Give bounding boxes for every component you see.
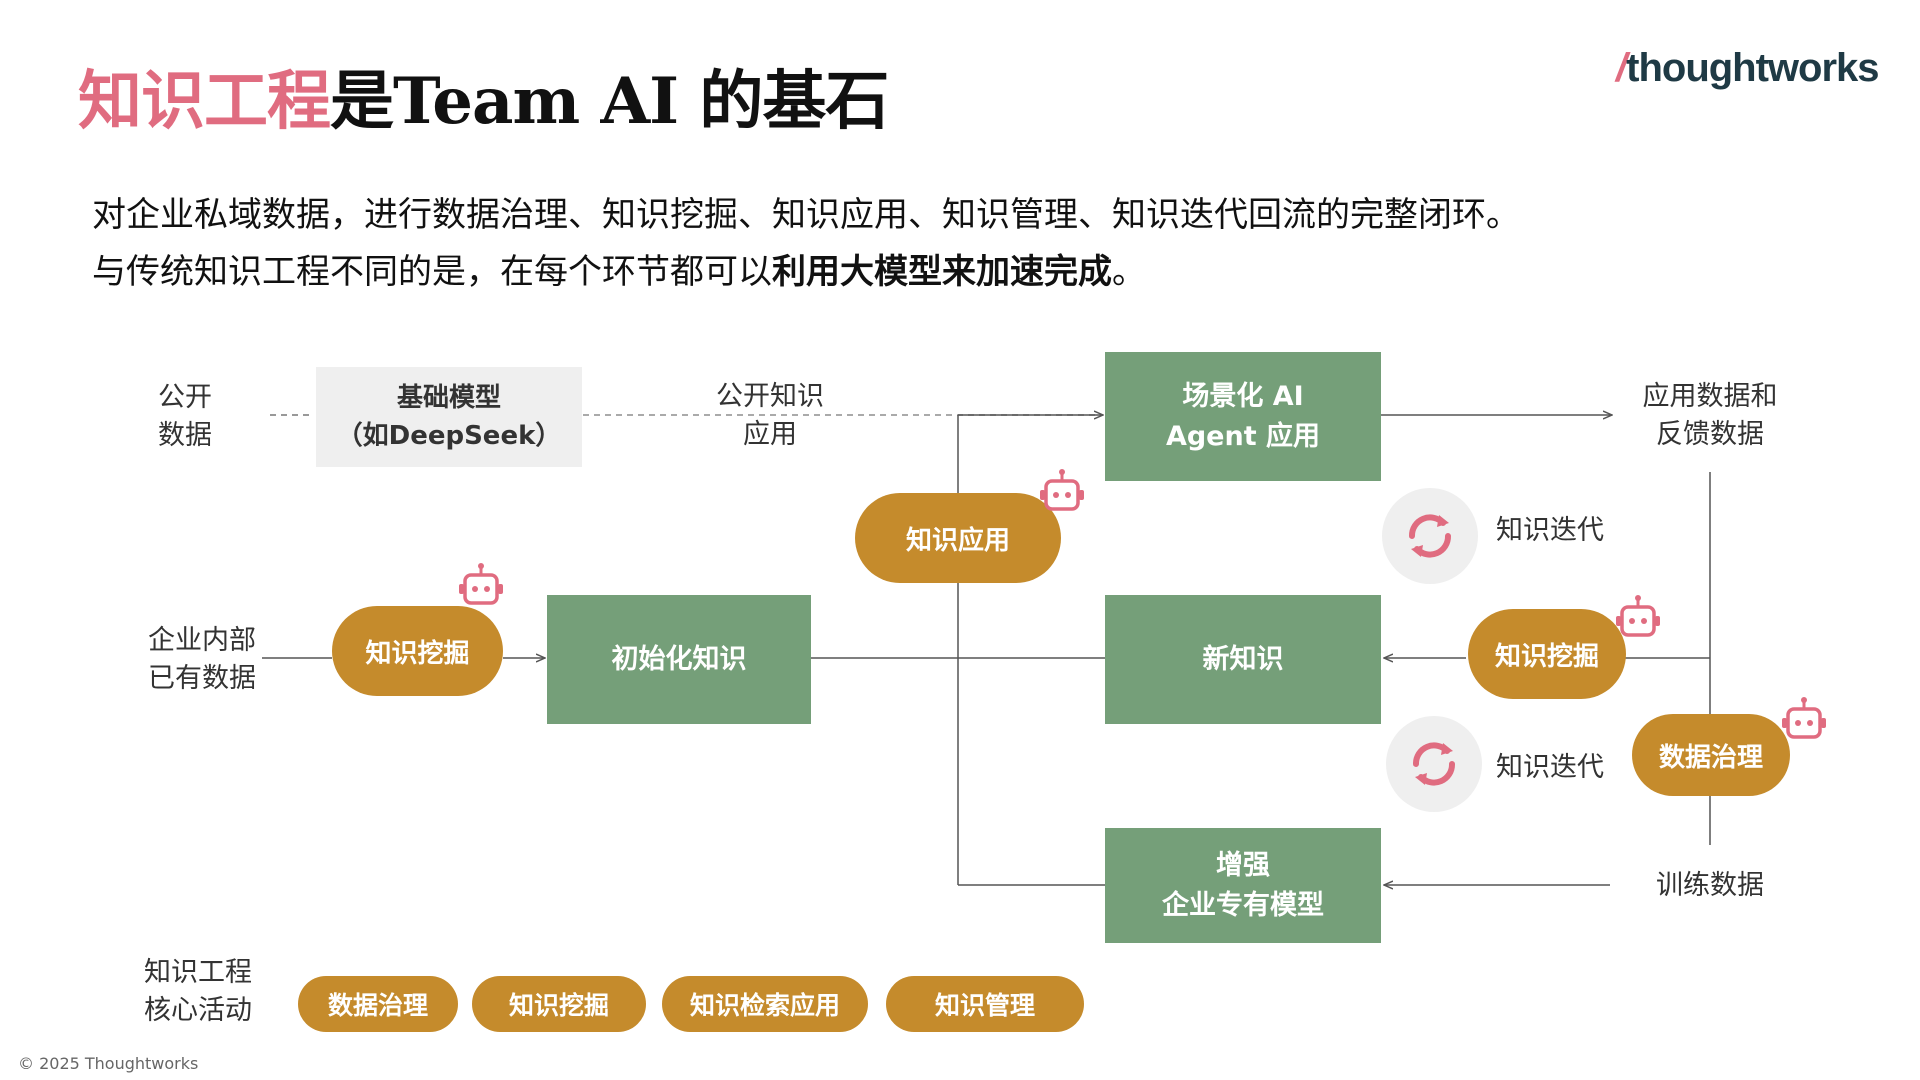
training-data-label: 训练数据 bbox=[1656, 870, 1764, 901]
core-activities-label: 知识工程核心活动 bbox=[144, 957, 252, 1026]
core-activity-pill: 知识检索应用 bbox=[662, 976, 868, 1032]
foundation-model-box: 基础模型（如DeepSeek） bbox=[316, 367, 582, 467]
robot-icon bbox=[459, 563, 503, 605]
page-title: 知识工程是Team AI 的基石 bbox=[78, 62, 889, 142]
copyright-footer: © 2025 Thoughtworks bbox=[18, 1054, 199, 1073]
knowledge-mining-pill-right: 知识挖掘 bbox=[1468, 609, 1626, 699]
knowledge-mining-pill-left: 知识挖掘 bbox=[332, 606, 503, 696]
intro-line-2: 与传统知识工程不同的是，在每个环节都可以利用大模型来加速完成。 bbox=[92, 252, 1146, 292]
thoughtworks-logo: /thoughtworks bbox=[1616, 46, 1880, 90]
public-knowledge-app-label: 公开知识应用 bbox=[716, 381, 824, 450]
knowledge-iteration-label-1: 知识迭代 bbox=[1496, 515, 1604, 546]
core-activity-pill: 数据治理 bbox=[298, 976, 458, 1032]
internal-data-label: 企业内部已有数据 bbox=[148, 625, 256, 694]
robot-icon bbox=[1616, 595, 1660, 637]
core-activity-pill: 知识挖掘 bbox=[472, 976, 646, 1032]
title-accent: 知识工程 bbox=[78, 64, 331, 139]
app-feedback-data-label: 应用数据和反馈数据 bbox=[1642, 381, 1778, 450]
robot-icon bbox=[1782, 697, 1826, 739]
core-activity-pill: 知识管理 bbox=[886, 976, 1084, 1032]
data-governance-pill: 数据治理 bbox=[1632, 714, 1790, 796]
refresh-cycle-icon bbox=[1386, 716, 1482, 812]
new-knowledge-box: 新知识 bbox=[1105, 595, 1381, 724]
enhanced-model-box: 增强企业专有模型 bbox=[1105, 828, 1381, 943]
robot-icon bbox=[1040, 469, 1084, 511]
public-data-label: 公开数据 bbox=[158, 382, 212, 451]
knowledge-iteration-label-2: 知识迭代 bbox=[1496, 752, 1604, 783]
intro-highlight: 利用大模型来加速完成 bbox=[772, 252, 1112, 292]
knowledge-application-pill: 知识应用 bbox=[855, 493, 1061, 583]
intro-line-1: 对企业私域数据，进行数据治理、知识挖掘、知识应用、知识管理、知识迭代回流的完整闭… bbox=[92, 195, 1520, 235]
initial-knowledge-box: 初始化知识 bbox=[547, 595, 811, 724]
title-rest: 是Team AI 的基石 bbox=[330, 64, 889, 139]
refresh-cycle-icon bbox=[1382, 488, 1478, 584]
